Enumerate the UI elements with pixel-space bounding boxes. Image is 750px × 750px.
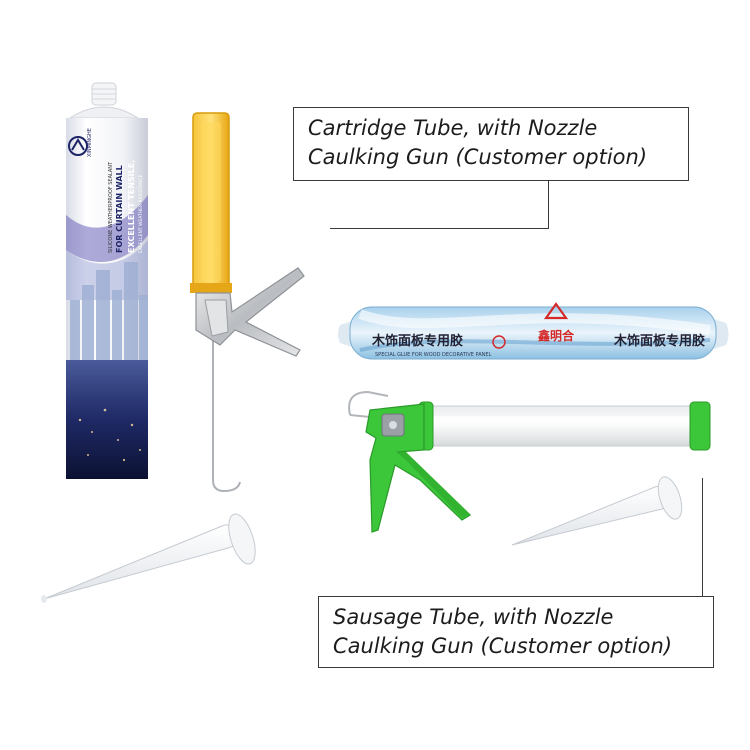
nozzle-right [511, 476, 683, 546]
sausage-caulking-gun [348, 390, 711, 533]
tube-brand: XINMINGHE [87, 128, 93, 157]
sausage-product-en: SPECIAL GLUE FOR WOOD DECORATIVE PANEL [375, 352, 492, 358]
leader-line-cartridge-horizontal [330, 228, 549, 229]
callout-cartridge-line-2: Caulking Gun (Customer option) [308, 145, 648, 169]
leader-line-sausage-vertical [702, 478, 703, 596]
sausage-tube [338, 302, 729, 360]
cartridge-tube [66, 82, 148, 479]
nozzle-left [41, 513, 256, 603]
callout-sausage-line-2: Caulking Gun (Customer option) [333, 634, 673, 658]
tube-label-line-2: FOR CURTAIN WALL [115, 165, 124, 253]
callout-sausage: Sausage Tube, with Nozzle Caulking Gun (… [318, 596, 714, 668]
tube-label-line-1: SILICONE WEATHERPROOF SEALANT [108, 161, 114, 253]
leader-line-cartridge-vertical [548, 181, 549, 229]
tube-tagline-line-2: EXCELLENT WEATHER RESISTANCE [138, 174, 144, 253]
cartridge-caulking-gun [190, 112, 305, 493]
sausage-brand: 鑫明合 [537, 328, 575, 343]
callout-sausage-line-1: Sausage Tube, with Nozzle [333, 605, 614, 629]
sausage-product-cn: 木饰面板专用胶 [371, 333, 463, 349]
callout-cartridge-line-1: Cartridge Tube, with Nozzle [308, 116, 598, 140]
callout-cartridge: Cartridge Tube, with Nozzle Caulking Gun… [293, 107, 689, 181]
sausage-product-cn-2: 木饰面板专用胶 [613, 333, 705, 349]
tube-tagline-line-1: EXCELLENT TENSILE, [127, 160, 136, 253]
